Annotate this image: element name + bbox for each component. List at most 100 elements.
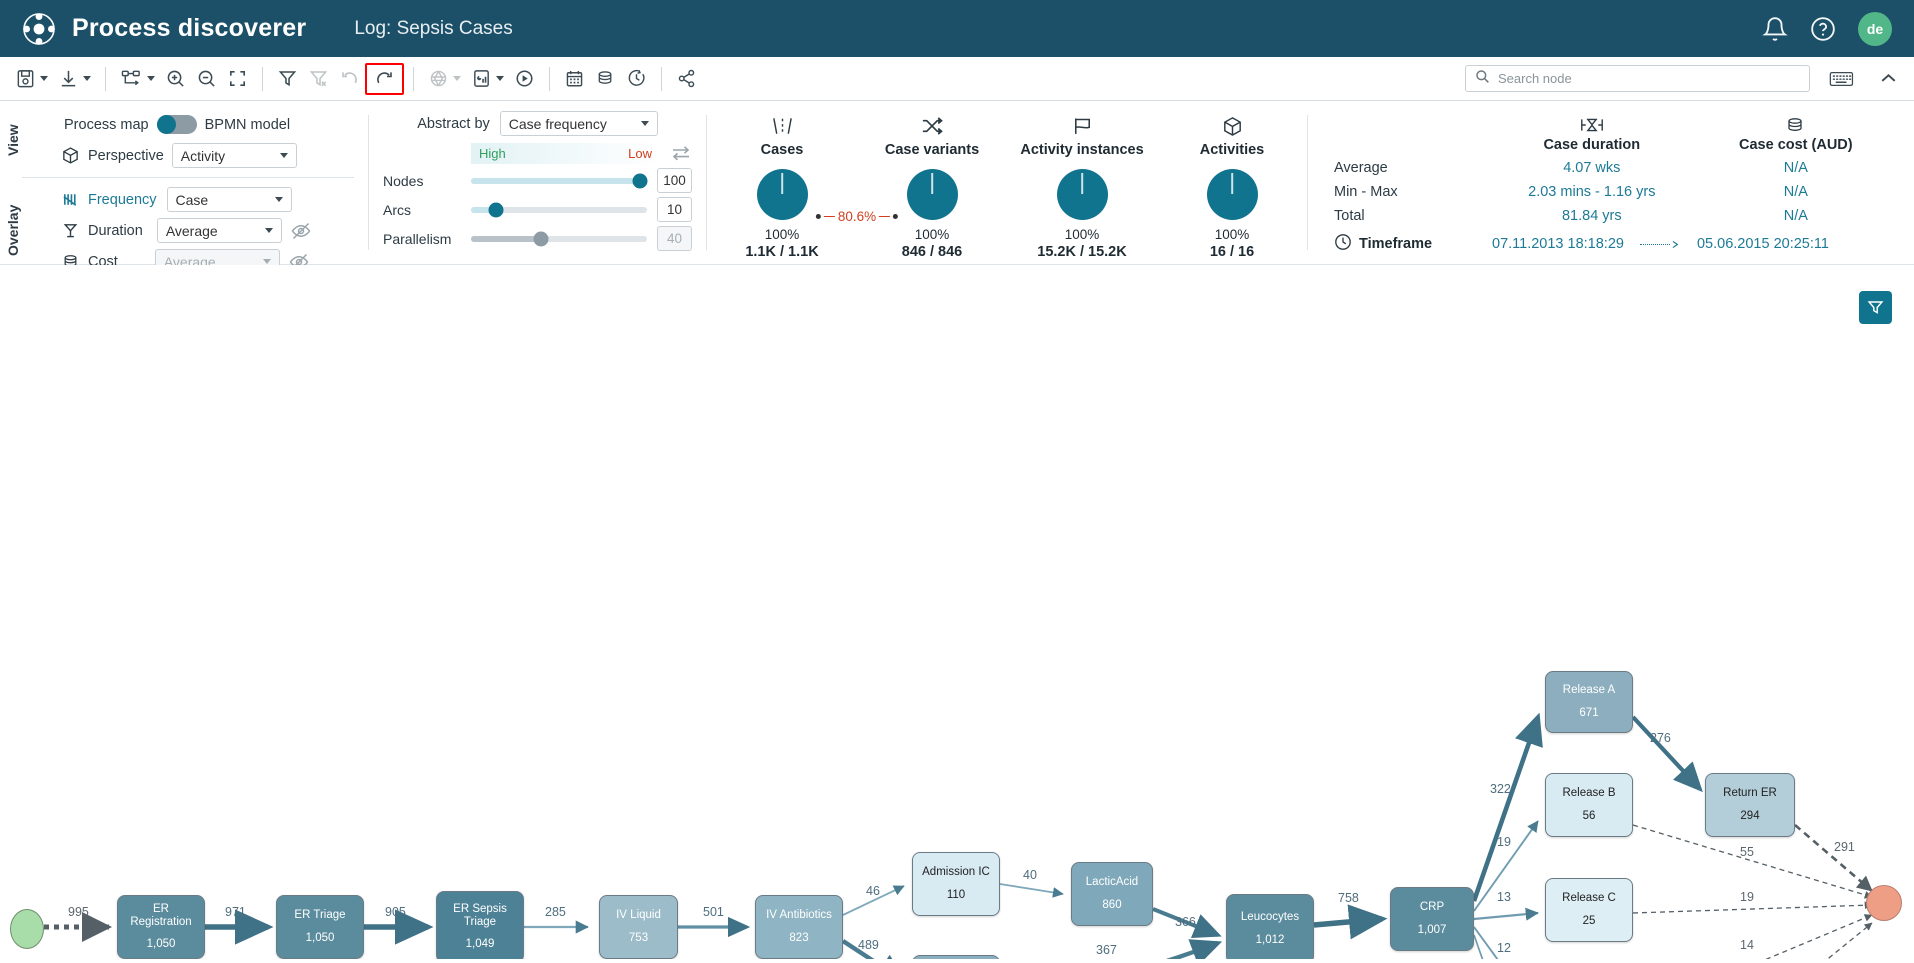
process-node[interactable]: Admission IC 110 [912,852,1000,916]
animate-play-icon[interactable] [509,62,540,96]
parallelism-slider-label: Parallelism [383,230,452,247]
tally-frequency-icon [60,190,80,210]
node-value: 25 [1582,914,1596,927]
process-node[interactable]: ER Registration 1,050 [117,895,205,959]
node-label: Leucocytes [1240,911,1300,924]
zoom-in-icon[interactable] [160,62,191,96]
process-map-toggle-row: Process map BPMN model [26,109,368,140]
process-node[interactable]: ER Triage 1,050 [276,895,364,959]
fit-screen-icon[interactable] [222,62,253,96]
view-mode-toggle[interactable] [156,115,197,134]
metric-value: 15.2K / 15.2K [1037,244,1127,260]
toolbar-divider [262,66,263,91]
process-node[interactable]: Leucocytes 1,012 [1226,894,1314,959]
parallelism-slider-track[interactable] [471,231,647,246]
node-label: ER Triage [294,909,346,922]
main-toolbar [0,57,1914,101]
edge-label: 995 [68,905,89,919]
search-node-box[interactable] [1465,65,1810,92]
metric-donut [906,169,958,220]
perspective-camera-icon[interactable] [423,62,466,96]
search-input[interactable] [1498,71,1800,86]
row-label: Total [1334,208,1365,224]
edge-label: 489 [858,938,879,952]
edge-label: 19 [1740,890,1754,904]
download-export-icon[interactable] [53,62,96,96]
process-node[interactable]: Release B 56 [1545,773,1633,837]
cube-icon [60,146,80,166]
stats-chart-icon[interactable] [466,62,509,96]
duration-visibility-toggle-icon[interactable] [290,220,312,242]
help-circle-icon[interactable] [1810,16,1836,42]
metric-value: 846 / 846 [901,244,963,260]
end-event[interactable] [1866,885,1902,921]
stats-table: Case duration Case cost (AUD) Average 4. [1334,111,1892,228]
arcs-slider-track[interactable] [471,202,647,217]
process-node[interactable]: LacticAcid 860 [1071,862,1153,926]
time-target-icon[interactable] [621,62,652,96]
layout-direction-icon[interactable] [115,62,160,96]
timeframe-end: 05.06.2015 20:25:11 [1696,236,1829,252]
col-title: Case duration [1543,137,1641,153]
metric-activity-instances: Activity instances 100% 15.2K / 15.2K [1007,111,1157,264]
edge-label: 55 [1740,845,1754,859]
arcs-slider-value[interactable]: 10 [657,197,692,222]
cost-coins-icon[interactable] [590,62,621,96]
edge-label: 13 [1497,890,1511,904]
node-label: LacticAcid [1085,876,1139,889]
process-node[interactable]: Release A 671 [1545,671,1633,733]
node-value: 294 [1740,809,1760,822]
avatar[interactable]: de [1858,11,1892,46]
edge-label: 366 [1175,915,1196,929]
chevron-up-icon[interactable] [1873,62,1904,96]
metric-link-value: 80.6% [837,209,877,224]
node-label: IV Antibiotics [766,909,832,922]
zoom-out-icon[interactable] [191,62,222,96]
perspective-select[interactable]: Activity [171,143,297,168]
frequency-select[interactable]: Case [166,187,292,212]
funnel-filter-icon[interactable] [1859,291,1892,324]
process-node[interactable]: IV Liquid 753 [599,895,678,959]
calendar-icon[interactable] [559,62,590,96]
undo-icon[interactable] [334,62,365,96]
duration-label: Duration [88,222,143,239]
process-map-label: Process map [64,116,149,133]
col-case-cost: Case cost (AUD) [1700,111,1892,156]
coins-icon [1700,111,1892,135]
notification-bell-icon[interactable] [1762,16,1788,42]
abstract-by-select[interactable]: Case frequency [499,111,658,136]
node-label: Return ER [1723,787,1777,800]
save-model-icon[interactable] [10,62,53,96]
row-cost: N/A [1783,208,1808,224]
process-map-canvas[interactable]: ER Registration 1,050 ER Triage 1,050 ER… [0,265,1914,959]
process-node[interactable]: Return ER 294 [1705,773,1795,837]
swap-arrows-icon[interactable] [670,142,692,164]
edge-label: 285 [545,905,566,919]
process-node[interactable]: Release C 25 [1545,878,1633,942]
slider-row-nodes: Nodes 100 [383,166,692,195]
nodes-slider-label: Nodes [383,172,424,189]
process-node[interactable]: ER Sepsis Triage 1,049 [436,891,524,959]
nodes-slider-track[interactable] [471,173,648,188]
edge-label: 501 [703,905,724,919]
process-node[interactable]: CRP 1,007 [1390,887,1474,951]
keyboard-icon[interactable] [1824,62,1859,96]
share-icon[interactable] [671,62,702,96]
metric-link-percent: 80.6% [815,209,899,224]
nodes-slider-value[interactable]: 100 [657,168,692,193]
abstract-by-value: Case frequency [508,115,607,132]
metric-value: 16 / 16 [1209,244,1255,260]
process-node[interactable]: Admission NC 800 [912,955,1000,959]
node-label: Release C [1562,892,1616,905]
table-row: Total 81.84 yrs N/A [1334,204,1892,228]
redo-icon[interactable] [365,62,404,95]
parallelism-slider-value[interactable]: 40 [657,226,692,251]
clear-filter-icon[interactable] [303,62,334,96]
filter-icon[interactable] [272,62,303,96]
node-label: Admission IC [922,866,990,879]
duration-select[interactable]: Average [156,218,282,243]
process-node[interactable]: IV Antibiotics 823 [755,895,843,959]
start-event[interactable] [10,909,44,949]
col-title: Case cost (AUD) [1739,137,1853,153]
node-label: Release B [1562,787,1616,800]
